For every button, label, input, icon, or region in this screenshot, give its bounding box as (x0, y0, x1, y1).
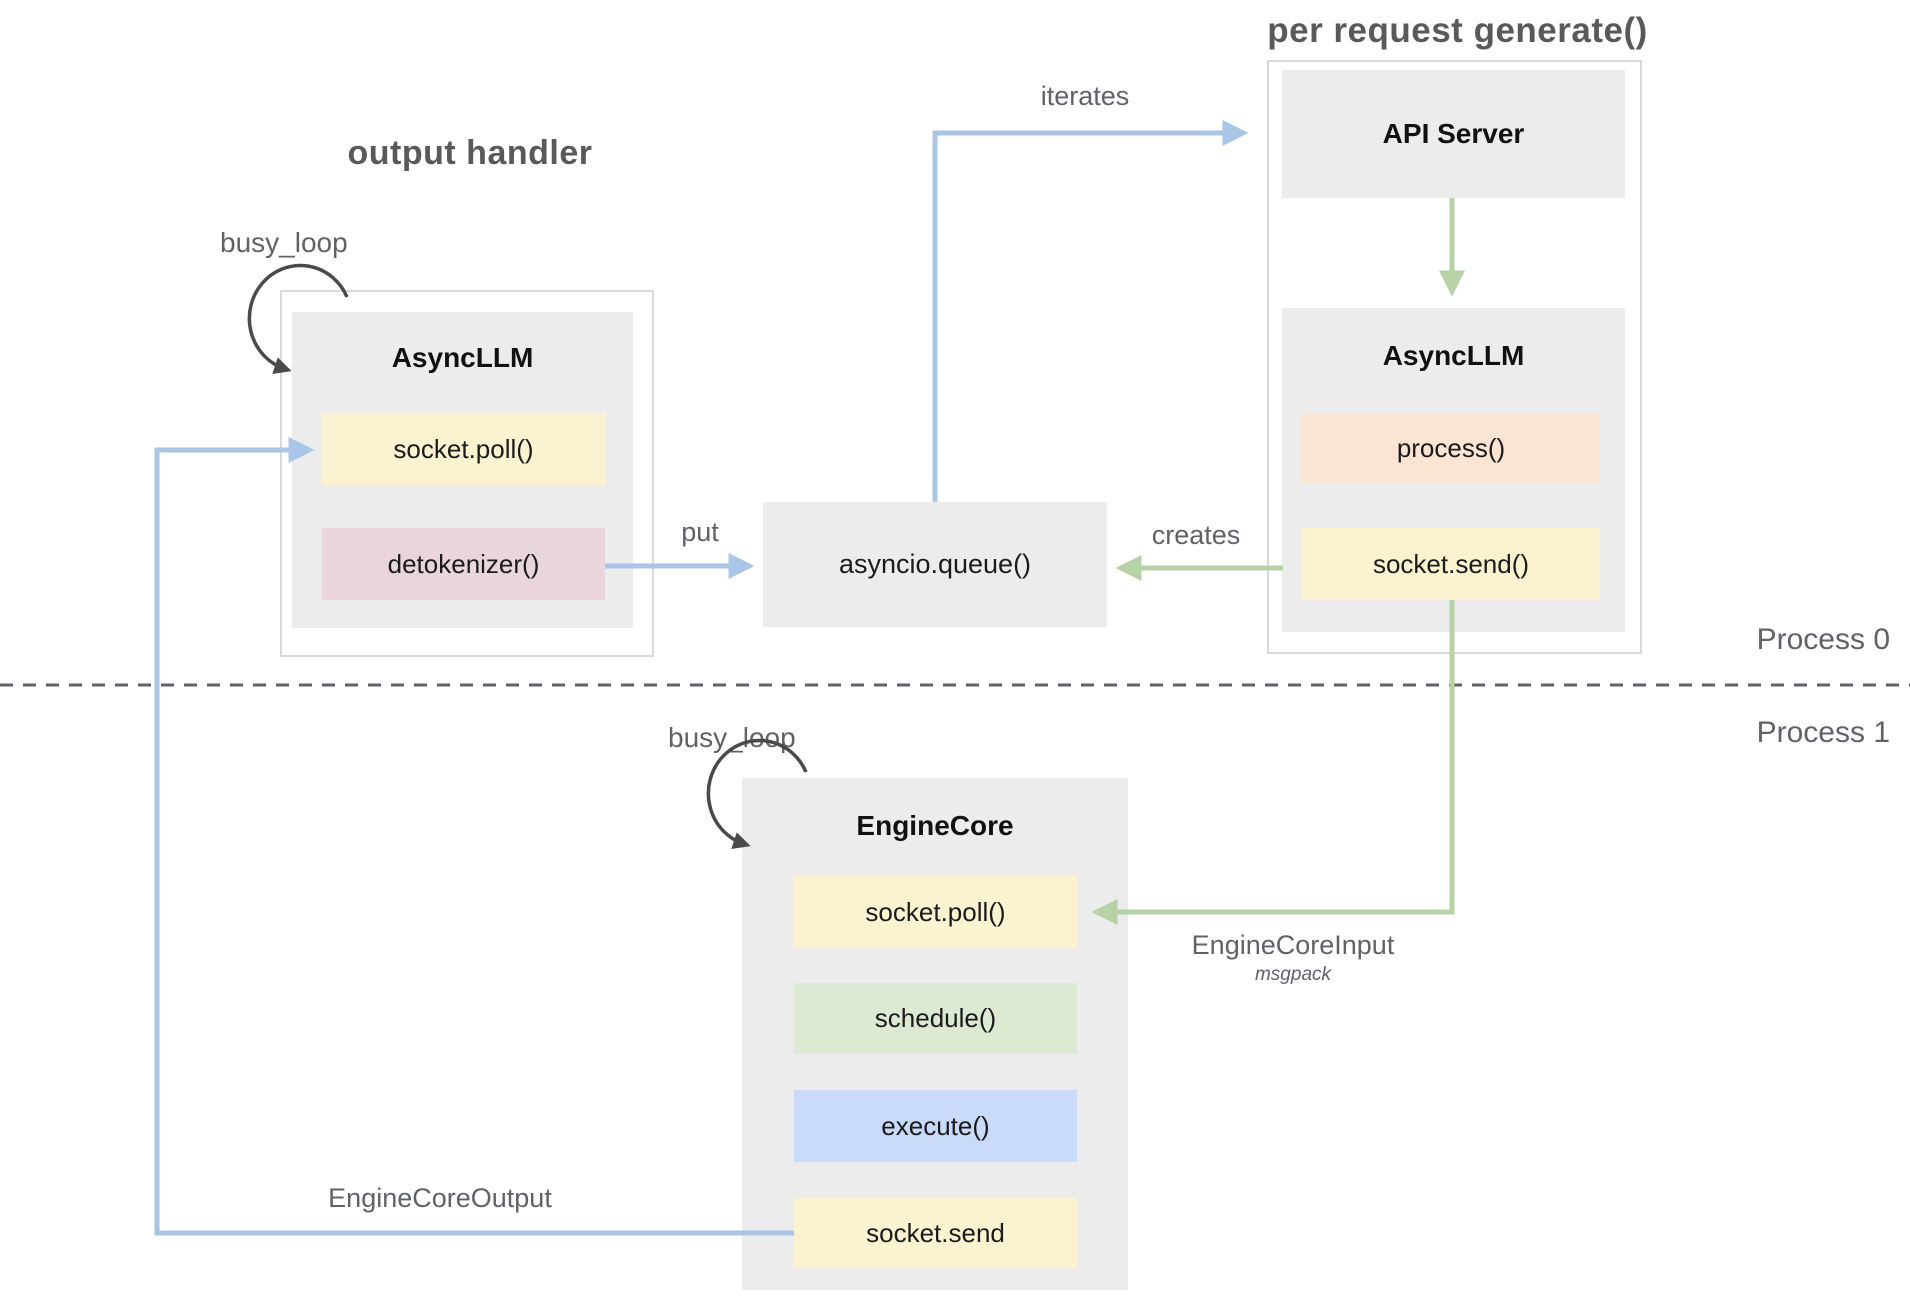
per-request-generate-title: per request generate() (1267, 11, 1648, 50)
msgpack-label: msgpack (1254, 964, 1332, 985)
busy-loop-label-bottom: busy_loop (668, 722, 796, 753)
async-llm-left-detokenizer: detokenizer() (322, 528, 605, 600)
api-server-node: API Server (1282, 70, 1625, 198)
busy-loop-label-top: busy_loop (220, 227, 348, 258)
process-1-label: Process 1 (1756, 716, 1890, 749)
async-llm-left-socket-poll: socket.poll() (322, 413, 605, 485)
creates-label: creates (1151, 520, 1241, 550)
output-handler-title: output handler (347, 134, 593, 172)
iterates-arrow (932, 120, 1249, 502)
async-llm-left-title: AsyncLLM (391, 342, 534, 373)
engine-core-socket-send: socket.send (794, 1198, 1077, 1268)
engine-core-schedule: schedule() (794, 983, 1077, 1054)
api-server-title: API Server (1382, 118, 1525, 149)
async-llm-right-process: process() (1302, 413, 1600, 483)
async-llm-right-title: AsyncLLM (1382, 340, 1525, 371)
engine-core-input-label: EngineCoreInput (1191, 930, 1395, 960)
iterates-label: iterates (1040, 81, 1130, 111)
engine-core-socket-poll: socket.poll() (794, 876, 1077, 948)
put-label: put (681, 517, 719, 547)
engine-core-execute: execute() (794, 1090, 1077, 1162)
asyncio-queue-node: asyncio.queue() (763, 502, 1107, 627)
engine-core-title: EngineCore (856, 810, 1014, 841)
engine-core-output-label: EngineCoreOutput (328, 1183, 552, 1213)
process-0-label: Process 0 (1756, 623, 1890, 656)
async-llm-right-socket-send: socket.send() (1302, 528, 1600, 600)
